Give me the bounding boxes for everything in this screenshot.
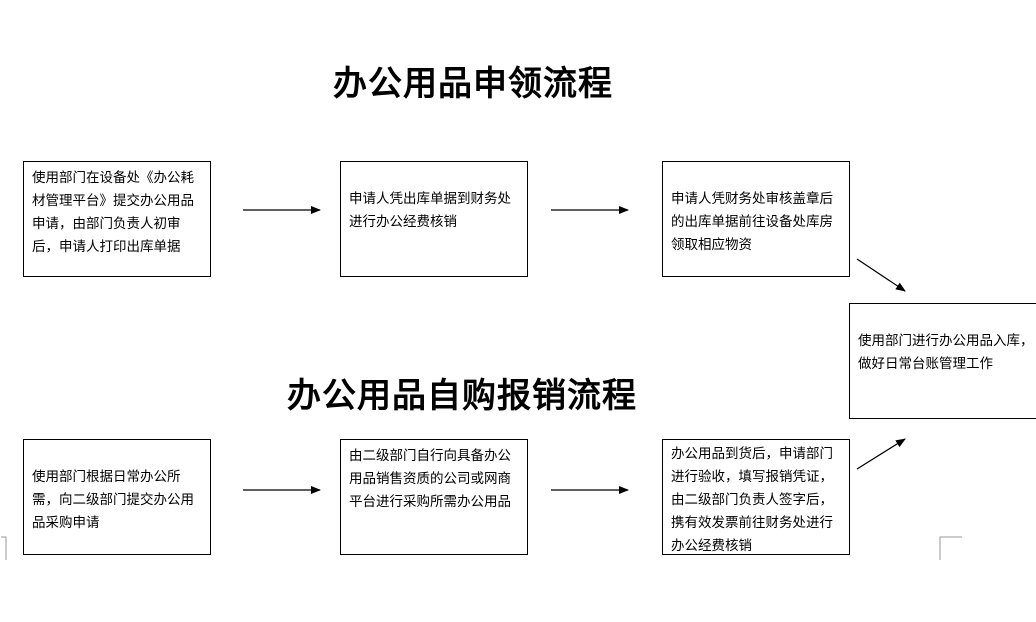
purchase-step-1: 使用部门根据日常办公所需，向二级部门提交办公用品采购申请 bbox=[23, 439, 211, 555]
final-step: 使用部门进行办公用品入库，做好日常台账管理工作 bbox=[849, 303, 1036, 419]
purchase-step-3: 办公用品到货后，申请部门进行验收，填写报销凭证，由二级部门负责人签字后，携有效发… bbox=[662, 439, 850, 555]
purchase-step-2: 由二级部门自行向具备办公用品销售资质的公司或网商平台进行采购所需办公用品 bbox=[340, 439, 528, 555]
requisition-step-1: 使用部门在设备处《办公耗材管理平台》提交办公用品申请，由部门负责人初审后，申请人… bbox=[23, 161, 211, 277]
page-corner-mark-right bbox=[939, 536, 962, 560]
arrow-pur-3-final bbox=[856, 438, 906, 470]
purchase-step-2-text: 由二级部门自行向具备办公用品销售资质的公司或网商平台进行采购所需办公用品 bbox=[349, 448, 511, 510]
final-step-text: 使用部门进行办公用品入库，做好日常台账管理工作 bbox=[858, 333, 1034, 372]
purchase-step-3-text: 办公用品到货后，申请部门进行验收，填写报销凭证，由二级部门负责人签字后，携有效发… bbox=[671, 446, 833, 554]
requisition-step-1-text: 使用部门在设备处《办公耗材管理平台》提交办公用品申请，由部门负责人初审后，申请人… bbox=[32, 170, 194, 255]
requisition-step-3: 申请人凭财务处审核盖章后的出库单据前往设备处库房领取相应物资 bbox=[662, 161, 850, 277]
arrow-req-3-final bbox=[856, 258, 906, 292]
requisition-step-3-text: 申请人凭财务处审核盖章后的出库单据前往设备处库房领取相应物资 bbox=[671, 191, 833, 253]
requisition-step-2: 申请人凭出库单据到财务处进行办公经费核销 bbox=[340, 161, 528, 277]
requisition-flow-title: 办公用品申领流程 bbox=[333, 64, 613, 104]
requisition-step-2-text: 申请人凭出库单据到财务处进行办公经费核销 bbox=[349, 191, 511, 230]
purchase-step-1-text: 使用部门根据日常办公所需，向二级部门提交办公用品采购申请 bbox=[32, 469, 194, 531]
page-corner-mark-left bbox=[1, 536, 7, 560]
purchase-flow-title: 办公用品自购报销流程 bbox=[287, 376, 637, 416]
